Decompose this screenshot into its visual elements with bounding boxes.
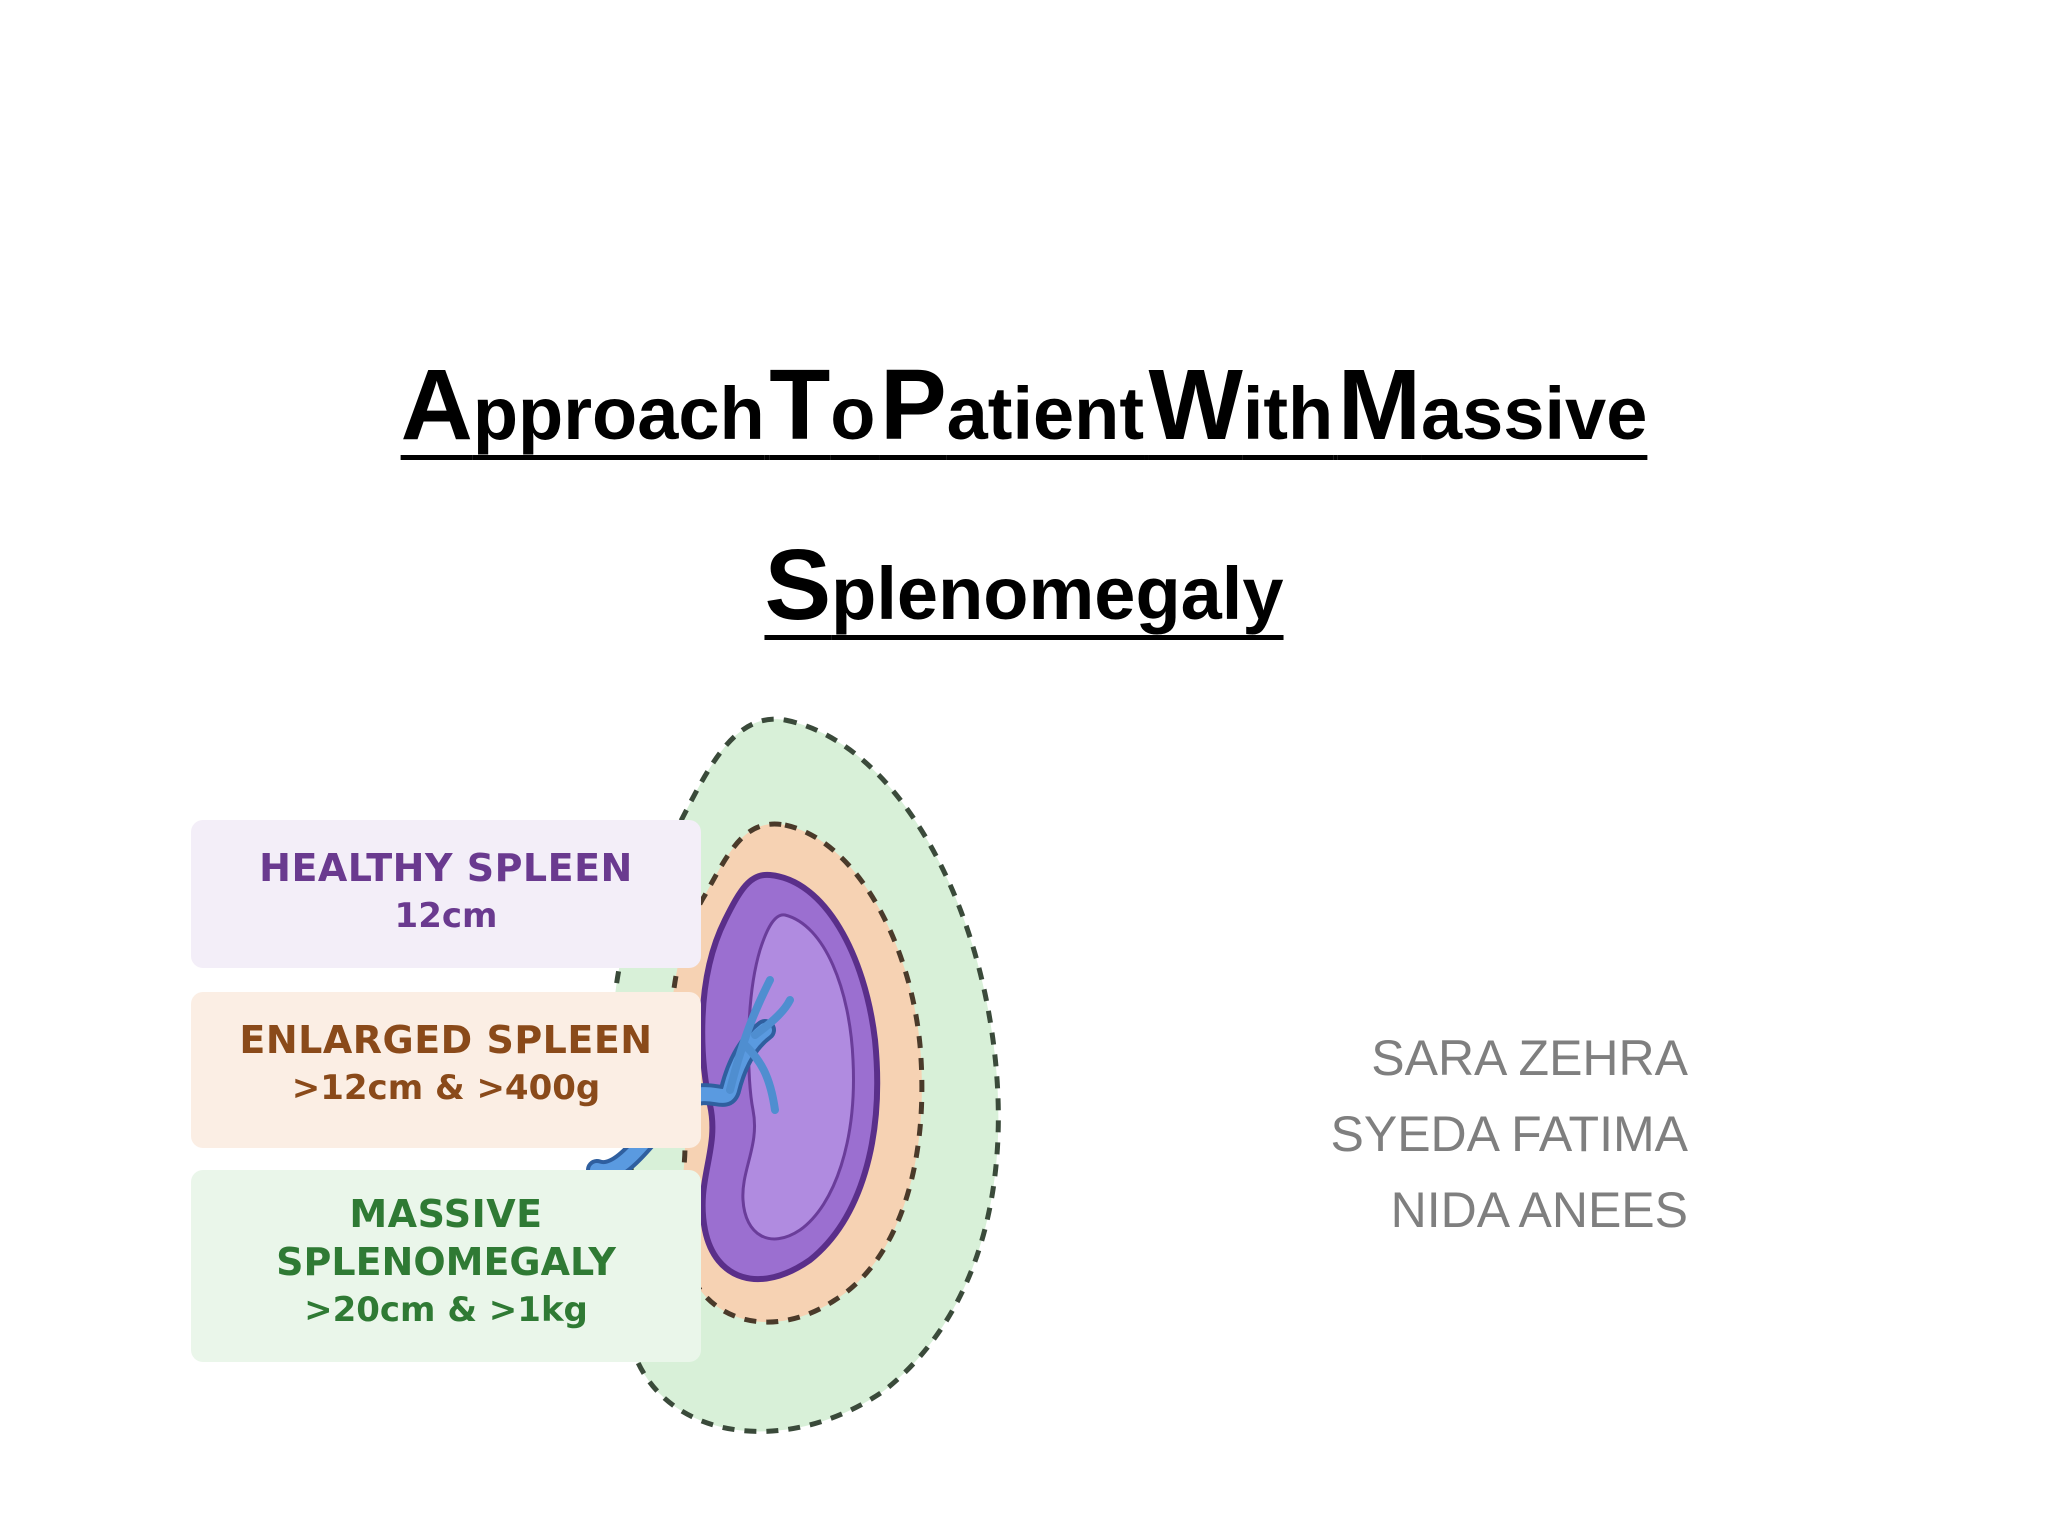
slide-title: Approach To Patient With Massive Splenom… <box>0 330 2048 690</box>
title-word: M <box>1337 349 1422 461</box>
title-word: T <box>769 349 831 461</box>
title-line-1: Approach To Patient With Massive <box>0 330 2048 510</box>
healthy-spleen-title: HEALTHY SPLEEN <box>259 846 633 890</box>
title-word: W <box>1148 349 1243 461</box>
title-line-2: Splenomegaly <box>0 510 2048 690</box>
spleen-size-illustration: HEALTHY SPLEEN 12cm ENLARGED SPLEEN >12c… <box>185 700 1035 1470</box>
massive-title-line-1: MASSIVE <box>349 1192 543 1236</box>
title-word: pproach <box>472 372 765 455</box>
title-word: ith <box>1242 372 1334 455</box>
title-word: A <box>400 349 473 461</box>
healthy-spleen-label: HEALTHY SPLEEN 12cm <box>191 820 701 968</box>
title-word: atient <box>946 372 1145 455</box>
title-word: assive <box>1421 372 1648 455</box>
title-word: o <box>830 372 876 455</box>
vessel-branch <box>726 976 794 1114</box>
author-list: SARA ZEHRA SYEDA FATIMA NIDA ANEES <box>1331 1020 1689 1248</box>
spleen-highlight <box>741 913 855 1241</box>
enlarged-spleen-title: ENLARGED SPLEEN <box>239 1018 653 1062</box>
title-word: plenomegaly <box>831 552 1284 635</box>
healthy-spleen-size: 12cm <box>394 896 498 936</box>
massive-size: >20cm & >1kg <box>304 1290 588 1330</box>
title-word: P <box>879 349 947 461</box>
massive-title-line-2: SPLENOMEGALY <box>276 1240 616 1284</box>
author-name: SARA ZEHRA <box>1371 1030 1688 1086</box>
enlarged-spleen-size: >12cm & >400g <box>291 1068 601 1108</box>
massive-splenomegaly-label: MASSIVE SPLENOMEGALY >20cm & >1kg <box>191 1170 701 1362</box>
spleen-diagram <box>586 716 1001 1434</box>
enlarged-spleen-label: ENLARGED SPLEEN >12cm & >400g <box>191 992 701 1148</box>
title-word: S <box>764 529 832 641</box>
author-name: NIDA ANEES <box>1390 1182 1688 1238</box>
author-name: SYEDA FATIMA <box>1330 1106 1689 1162</box>
